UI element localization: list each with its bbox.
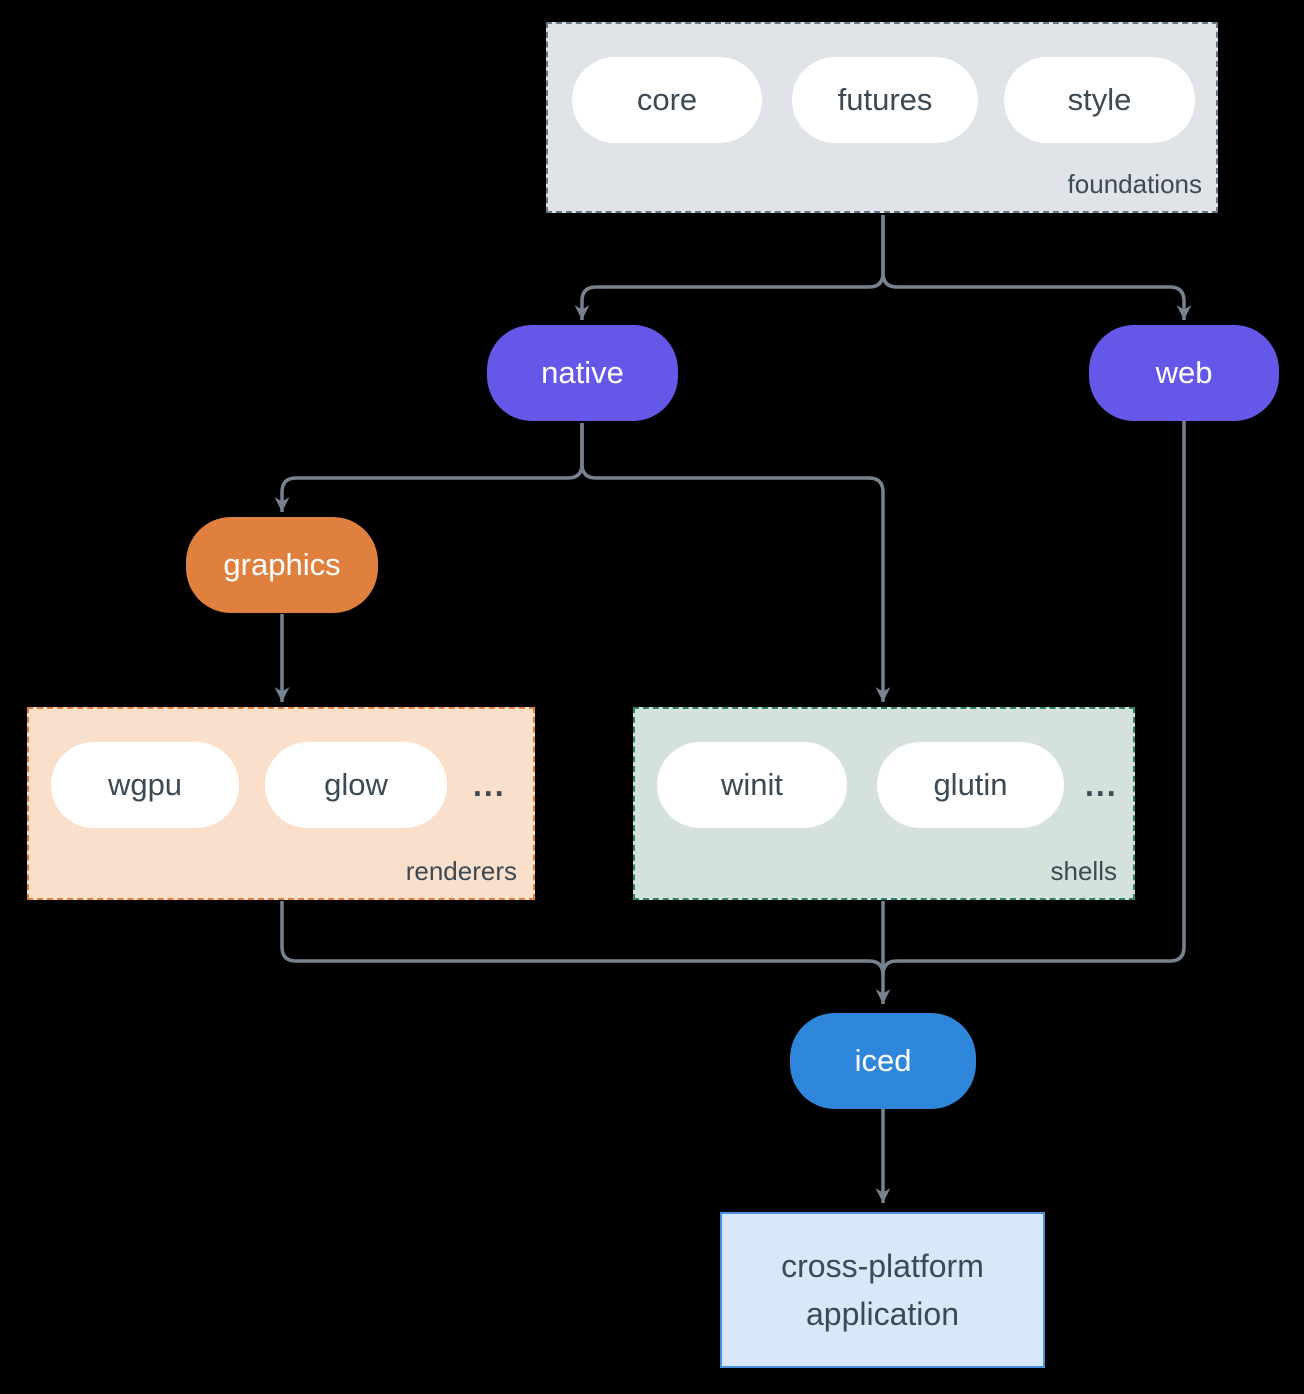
glow-pill: glow	[265, 742, 447, 828]
edge-native-to-graphics	[274, 423, 584, 512]
web-node: web	[1089, 325, 1279, 421]
renderers-ellipsis: ...	[473, 766, 506, 803]
renderers-label: renderers	[405, 856, 517, 886]
edge-renderers-to-iced	[280, 901, 885, 976]
foundations-label: foundations	[1067, 169, 1202, 199]
glutin-pill: glutin	[877, 742, 1064, 828]
graphics-node: graphics	[186, 517, 378, 613]
cross-platform-application-box: cross-platform application	[720, 1212, 1045, 1368]
shells-ellipsis: ...	[1085, 766, 1118, 803]
edge-foundations-to-native	[574, 215, 885, 320]
core-pill: core	[572, 57, 762, 143]
style-pill: style	[1004, 57, 1195, 143]
app-label-line1: cross-platform	[781, 1248, 984, 1284]
futures-pill: futures	[792, 57, 978, 143]
wgpu-pill: wgpu	[51, 742, 239, 828]
shells-group: winit glutin ... shells	[633, 707, 1135, 900]
edge-foundations-to-web	[881, 215, 1192, 320]
foundations-group: core futures style foundations	[546, 22, 1218, 213]
edge-native-to-shells	[580, 423, 891, 702]
app-label-line2: application	[806, 1296, 959, 1332]
iced-node: iced	[790, 1013, 976, 1109]
renderers-group: wgpu glow ... renderers	[27, 707, 535, 900]
shells-label: shells	[1050, 856, 1117, 886]
native-node: native	[487, 325, 678, 421]
winit-pill: winit	[657, 742, 847, 828]
